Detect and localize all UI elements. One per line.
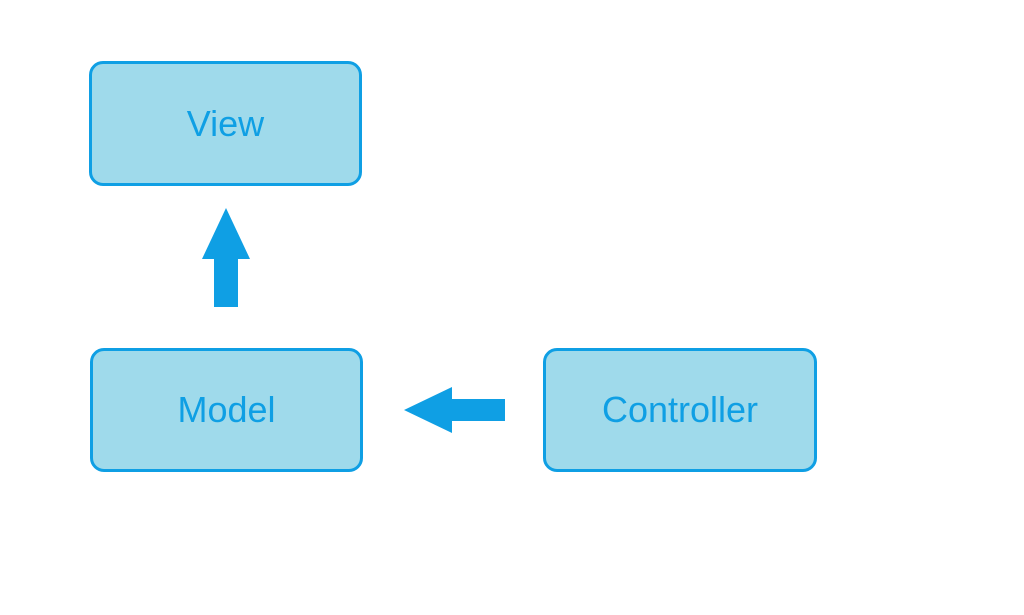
model-to-view-arrow-icon xyxy=(202,208,250,307)
view-node: View xyxy=(89,61,362,186)
controller-to-model-arrow-icon xyxy=(404,387,505,433)
view-label: View xyxy=(186,102,265,144)
model-label: Model xyxy=(177,389,276,430)
controller-label: Controller xyxy=(601,389,759,430)
controller-node: Controller xyxy=(543,348,817,472)
model-node: Model xyxy=(90,348,363,472)
